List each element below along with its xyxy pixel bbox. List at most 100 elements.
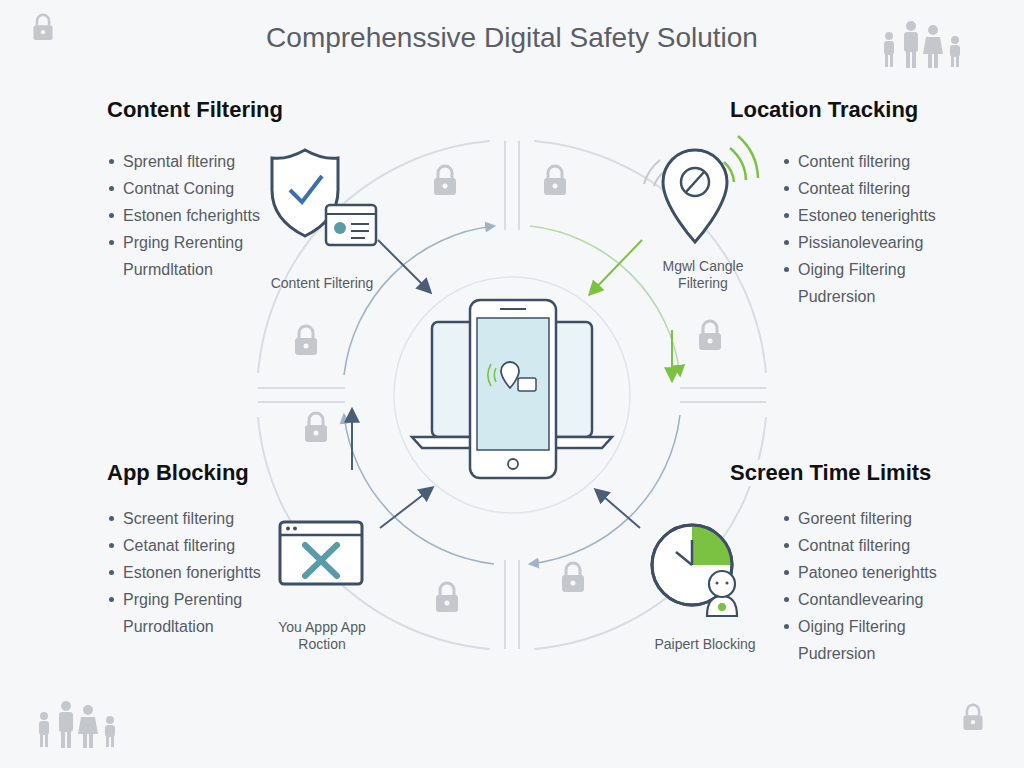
bullet-item: Prging Perenting Purrodltation bbox=[105, 586, 281, 640]
outer-ring-part bbox=[518, 141, 520, 230]
icon-node: You Appp App Roction bbox=[262, 515, 382, 653]
app-block-icon-part bbox=[280, 534, 362, 537]
shield-icon-part bbox=[351, 230, 369, 232]
flow-arrows-part bbox=[596, 490, 640, 528]
bullet-item: Conteat filtering bbox=[780, 175, 910, 202]
screen-time-icon-part bbox=[691, 540, 694, 565]
flow-arrows-part bbox=[378, 240, 430, 292]
family-icons-part bbox=[39, 701, 115, 748]
outer-ring-part bbox=[534, 417, 766, 649]
bullet-item: Pissianolevearing bbox=[780, 229, 923, 256]
section-heading: App Blocking bbox=[105, 460, 251, 486]
family-icons-part bbox=[884, 21, 960, 68]
shield-icon-part bbox=[351, 223, 369, 225]
lock-icons-part bbox=[436, 583, 458, 612]
screen-time-icon-part bbox=[726, 582, 729, 585]
bullet-item: Estonen fonerightts bbox=[105, 559, 261, 586]
icon-node: Content Filtering bbox=[262, 145, 382, 292]
location-pin-icon-part bbox=[663, 150, 727, 242]
app-block-icon-part bbox=[305, 545, 337, 576]
inner-ring bbox=[344, 226, 680, 564]
shield-icon-part bbox=[334, 222, 346, 234]
outer-ring-part bbox=[258, 387, 345, 389]
location-pin-icon-part bbox=[724, 136, 758, 182]
diagram-title: Comprehenssive Digital Safety Solution bbox=[0, 22, 1024, 54]
outer-ring-part bbox=[680, 387, 766, 389]
icon-node: Mgwl Cangle Filtering bbox=[643, 145, 763, 292]
shield-icon-part bbox=[290, 176, 322, 202]
device-illustration-part bbox=[518, 378, 536, 391]
bullet-item: Screent filtering bbox=[105, 505, 234, 532]
app-block-icon-part bbox=[293, 527, 297, 531]
bullet-item: Patoneo tenerightts bbox=[780, 559, 937, 586]
bullet-item: Sprental fltering bbox=[105, 148, 235, 175]
device-illustration-part bbox=[508, 459, 518, 469]
app-block-icon-part bbox=[286, 527, 290, 531]
bullet-item: Contandlevearing bbox=[780, 586, 923, 613]
bullet-item: Oiging Filtering Pudrersion bbox=[780, 256, 948, 310]
lock-icons-part bbox=[33, 15, 52, 40]
screen-time-icon-part bbox=[707, 596, 737, 616]
bullet-item: Goreent filtering bbox=[780, 505, 912, 532]
flow-arrows-part bbox=[351, 410, 353, 470]
bullet-item: Estoneo tenerightts bbox=[780, 202, 936, 229]
outer-ring-part bbox=[518, 560, 520, 649]
shield-icon bbox=[272, 150, 376, 245]
icon-caption: Paipert Blocking bbox=[653, 636, 757, 653]
flow-arrows-part bbox=[590, 240, 642, 294]
device-illustration-part bbox=[477, 318, 549, 450]
app-block-icon-part bbox=[280, 522, 362, 584]
screen-time-icon bbox=[652, 525, 737, 616]
bullet-item: Cetanat filtering bbox=[105, 532, 235, 559]
icon-caption: Mgwl Cangle Filtering bbox=[651, 258, 755, 292]
section-heading: Screen Time Limits bbox=[728, 460, 933, 486]
inner-ring-part bbox=[394, 277, 630, 513]
flow-arrows-part bbox=[671, 330, 673, 380]
bullet-item: Contnat Coning bbox=[105, 175, 234, 202]
shield-icon-part bbox=[326, 205, 376, 245]
lock-icons-part bbox=[963, 705, 982, 730]
outer-ring-part bbox=[504, 141, 506, 230]
bullet-item: Estonen fcherightts bbox=[105, 202, 260, 229]
family-icons bbox=[39, 21, 960, 748]
location-pin-icon-part bbox=[686, 172, 704, 192]
screen-time-icon-part bbox=[709, 571, 735, 597]
device-illustration-part bbox=[470, 300, 556, 478]
lock-icons-part bbox=[699, 321, 721, 350]
device-illustration-part bbox=[488, 364, 496, 386]
outer-ring bbox=[258, 141, 766, 649]
location-pin-icon bbox=[644, 136, 758, 242]
lock-icons-part bbox=[562, 563, 584, 592]
outer-ring-part bbox=[680, 401, 766, 403]
bullet-item: Content filtering bbox=[780, 148, 910, 175]
outer-ring-part bbox=[258, 417, 490, 649]
icon-node: Paipert Blocking bbox=[645, 515, 765, 653]
section-heading: Content Filtering bbox=[105, 97, 285, 123]
bullet-item: Oiging Filtering Pudrersion bbox=[780, 613, 948, 667]
lock-icons bbox=[33, 15, 982, 730]
location-pin-icon-part bbox=[681, 168, 709, 196]
app-block-icon bbox=[280, 522, 362, 584]
device-illustration-part bbox=[500, 308, 526, 310]
screen-time-icon-part bbox=[676, 552, 692, 565]
shield-icon-part bbox=[326, 213, 376, 215]
icon-caption: Content Filtering bbox=[270, 275, 374, 292]
lock-icons-part bbox=[305, 413, 327, 442]
device-illustration-part bbox=[501, 362, 519, 388]
lock-icons-part bbox=[295, 326, 317, 355]
icon-caption: You Appp App Roction bbox=[270, 619, 374, 653]
lock-icons-part bbox=[434, 166, 456, 195]
screen-time-icon-part bbox=[716, 582, 719, 585]
device-illustration bbox=[412, 300, 612, 478]
lock-icons-part bbox=[544, 166, 566, 195]
outer-ring-part bbox=[504, 560, 506, 649]
bullet-item: Contnat filtering bbox=[780, 532, 910, 559]
outer-ring-part bbox=[258, 401, 345, 403]
bullet-item: Prging Rerenting Purmdltation bbox=[105, 229, 281, 283]
flow-arrows-part bbox=[380, 488, 432, 528]
screen-time-icon-part bbox=[718, 603, 726, 611]
shield-icon-part bbox=[351, 237, 365, 239]
flow-arrows bbox=[352, 240, 672, 528]
section-heading: Location Tracking bbox=[728, 97, 920, 123]
